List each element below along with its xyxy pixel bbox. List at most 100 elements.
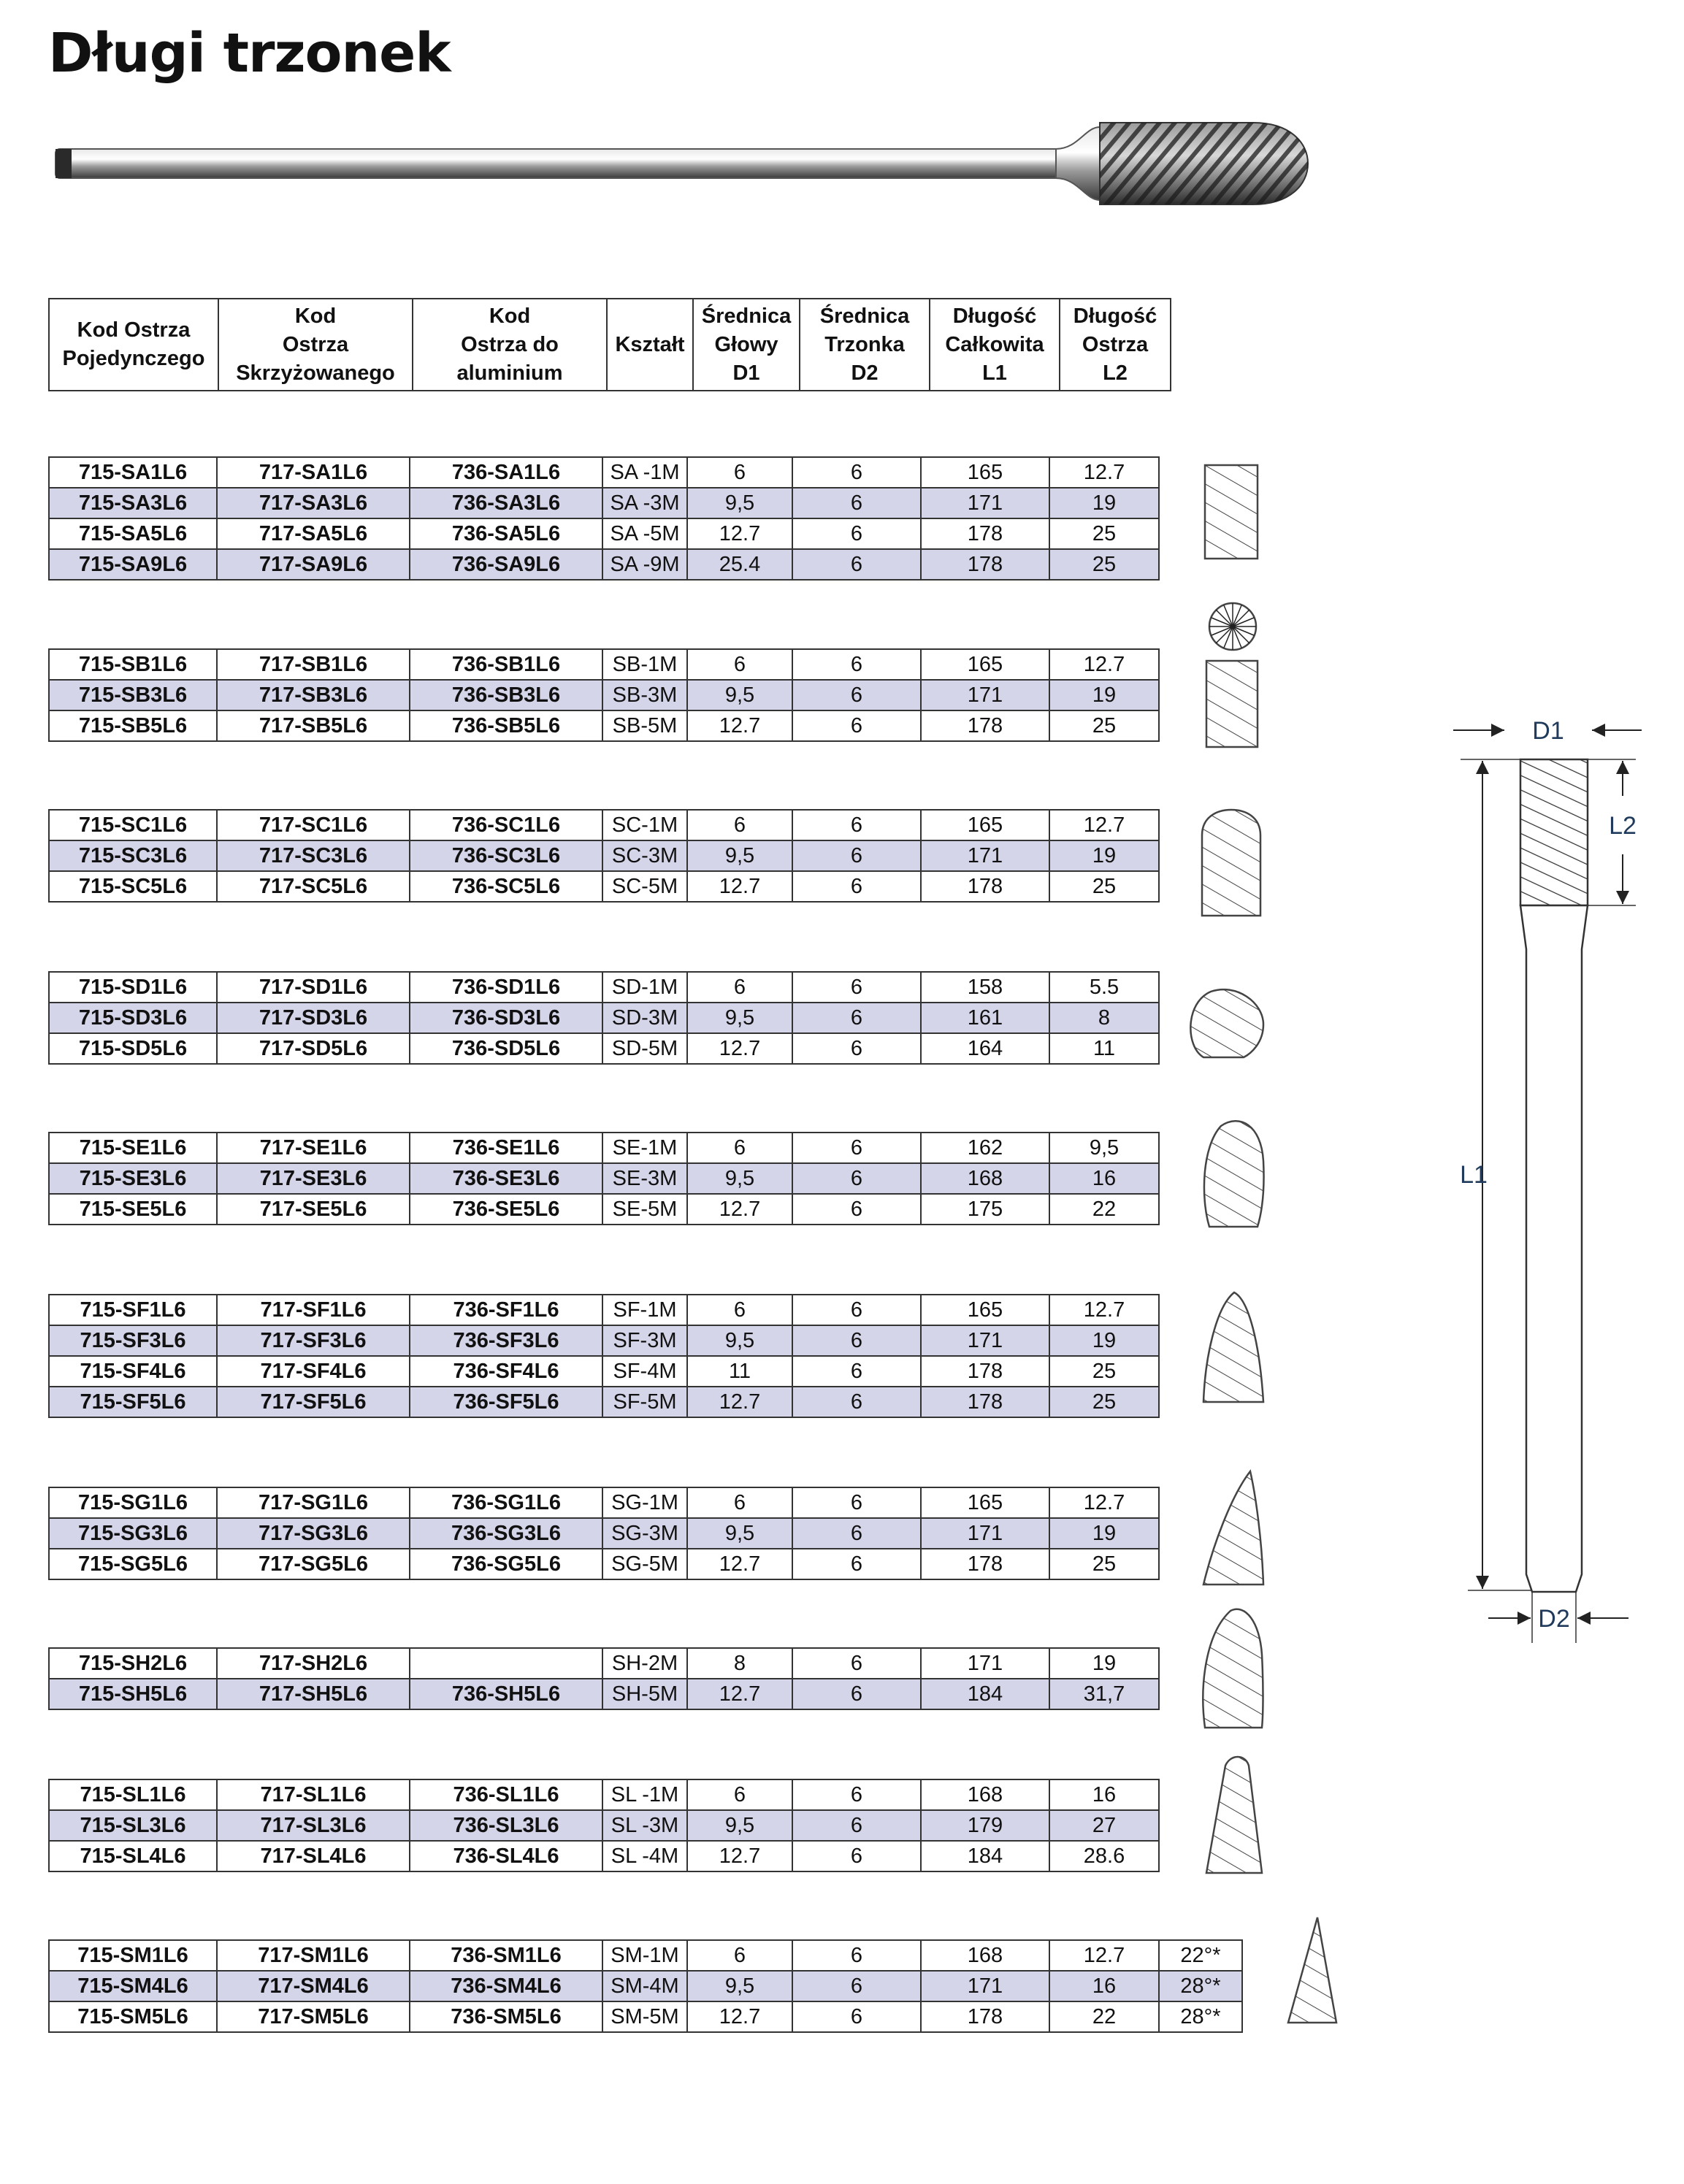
l1-cell: 165 <box>920 809 1050 841</box>
angle-cell: 22°* <box>1158 1939 1243 1972</box>
l2-cell: 19 <box>1049 1325 1160 1357</box>
aluminium-code-cell: 736-SF1L6 <box>409 1294 603 1326</box>
aluminium-code-cell: 736-SM4L6 <box>409 1970 603 2002</box>
l1-cell: 165 <box>920 456 1050 488</box>
l2-cell: 22 <box>1049 2001 1160 2033</box>
ball-shape-icon <box>1190 988 1265 1059</box>
l1-cell: 178 <box>920 870 1050 903</box>
l2-cell: 19 <box>1049 1647 1160 1679</box>
single-code-cell: 715-SF3L6 <box>48 1325 218 1357</box>
page-title: Długi trzonek <box>48 22 451 85</box>
tree-pointed-shape-icon <box>1202 1469 1265 1586</box>
aluminium-code-cell: 736-SA9L6 <box>409 548 603 581</box>
single-code-cell: 715-SB1L6 <box>48 648 218 681</box>
cross-code-cell: 717-SM5L6 <box>216 2001 410 2033</box>
d1-cell: 12.7 <box>686 518 793 550</box>
aluminium-code-cell: 736-SC3L6 <box>409 840 603 872</box>
d2-label: D2 <box>1538 1605 1569 1633</box>
single-code-cell: 715-SC5L6 <box>48 870 218 903</box>
d2-cell: 6 <box>792 1939 922 1972</box>
cross-code-cell: 717-SE5L6 <box>216 1193 410 1225</box>
cross-code-cell: 717-SD1L6 <box>216 971 410 1003</box>
l1-cell: 171 <box>920 1325 1050 1357</box>
single-code-cell: 715-SD5L6 <box>48 1032 218 1065</box>
l2-cell: 25 <box>1049 518 1160 550</box>
d1-cell: 25.4 <box>686 548 793 581</box>
shape-code-cell: SL -3M <box>602 1809 688 1842</box>
l1-cell: 168 <box>920 1939 1050 1972</box>
shape-code-cell: SB-5M <box>602 710 688 742</box>
cross-code-cell: 717-SC1L6 <box>216 809 410 841</box>
l2-cell: 11 <box>1049 1032 1160 1065</box>
d2-cell: 6 <box>792 1355 922 1387</box>
d1-cell: 12.7 <box>686 2001 793 2033</box>
dimension-diagram: D1 L1 L2 D2 <box>1453 717 1642 1643</box>
d1-cell: 6 <box>686 1939 793 1972</box>
aluminium-code-cell: 736-SF5L6 <box>409 1386 603 1418</box>
cross-code-cell: 717-SD5L6 <box>216 1032 410 1065</box>
d2-cell: 6 <box>792 1325 922 1357</box>
l2-cell: 25 <box>1049 1548 1160 1580</box>
aluminium-code-cell: 736-SA5L6 <box>409 518 603 550</box>
d1-cell: 12.7 <box>686 1548 793 1580</box>
d2-cell: 6 <box>792 487 922 519</box>
l2-cell: 19 <box>1049 840 1160 872</box>
l2-cell: 19 <box>1049 1517 1160 1549</box>
d2-cell: 6 <box>792 870 922 903</box>
l1-cell: 178 <box>920 1386 1050 1418</box>
aluminium-code-cell: 736-SG5L6 <box>409 1548 603 1580</box>
aluminium-code-cell: 736-SA1L6 <box>409 456 603 488</box>
d2-cell: 6 <box>792 1487 922 1519</box>
l2-cell: 12.7 <box>1049 809 1160 841</box>
d2-cell: 6 <box>792 1678 922 1710</box>
d1-label: D1 <box>1532 717 1564 745</box>
single-code-cell: 715-SA3L6 <box>48 487 218 519</box>
d2-cell: 6 <box>792 679 922 711</box>
single-code-cell: 715-SE3L6 <box>48 1162 218 1195</box>
d1-cell: 6 <box>686 1487 793 1519</box>
d2-cell: 6 <box>792 710 922 742</box>
d2-cell: 6 <box>792 1809 922 1842</box>
d1-cell: 6 <box>686 648 793 681</box>
cylinder-endcut-shape-icon <box>1205 659 1259 748</box>
d1-cell: 9,5 <box>686 1970 793 2002</box>
cross-code-cell: 717-SL3L6 <box>216 1809 410 1842</box>
single-code-cell: 715-SM1L6 <box>48 1939 218 1972</box>
header-col-shape: Kształt <box>606 298 694 391</box>
d1-cell: 9,5 <box>686 1162 793 1195</box>
l1-cell: 178 <box>920 548 1050 581</box>
d1-cell: 9,5 <box>686 1002 793 1034</box>
d2-cell: 6 <box>792 1162 922 1195</box>
aluminium-code-cell: 736-SB1L6 <box>409 648 603 681</box>
l1-cell: 184 <box>920 1840 1050 1872</box>
aluminium-code-cell: 736-SC5L6 <box>409 870 603 903</box>
l1-cell: 171 <box>920 1970 1050 2002</box>
l2-cell: 8 <box>1049 1002 1160 1034</box>
cross-code-cell: 717-SB3L6 <box>216 679 410 711</box>
aluminium-code-cell: 736-SF4L6 <box>409 1355 603 1387</box>
cross-code-cell: 717-SE3L6 <box>216 1162 410 1195</box>
shape-code-cell: SG-1M <box>602 1487 688 1519</box>
cross-code-cell: 717-SA5L6 <box>216 518 410 550</box>
single-code-cell: 715-SF1L6 <box>48 1294 218 1326</box>
single-code-cell: 715-SE5L6 <box>48 1193 218 1225</box>
single-code-cell: 715-SG5L6 <box>48 1548 218 1580</box>
single-code-cell: 715-SC3L6 <box>48 840 218 872</box>
aluminium-code-cell: 736-SD5L6 <box>409 1032 603 1065</box>
shape-code-cell: SD-3M <box>602 1002 688 1034</box>
l2-cell: 12.7 <box>1049 1939 1160 1972</box>
